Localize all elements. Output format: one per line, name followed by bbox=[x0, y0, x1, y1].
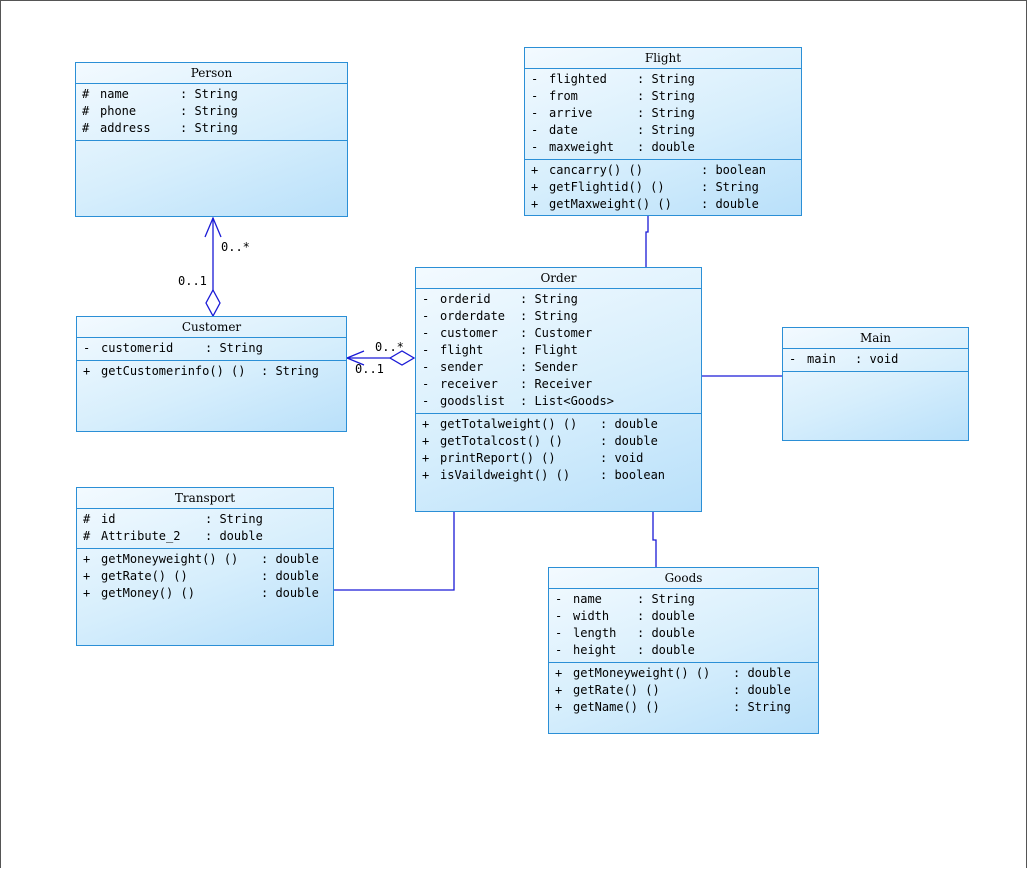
arrowhead-customer bbox=[345, 350, 365, 366]
class-goods[interactable]: Goods -name: String -width: double -leng… bbox=[548, 567, 819, 734]
attribute-row: -main: void bbox=[789, 352, 899, 366]
operation-row: +printReport() (): void bbox=[422, 451, 644, 465]
attribute-row: -sender: Sender bbox=[422, 360, 578, 374]
attribute-row: -arrive: String bbox=[531, 106, 695, 120]
class-transport[interactable]: Transport #id: String #Attribute_2: doub… bbox=[76, 487, 334, 646]
link-flight-order bbox=[645, 216, 649, 267]
operations-section: +getTotalweight() (): double +getTotalco… bbox=[416, 414, 701, 487]
class-name: Main bbox=[783, 328, 968, 349]
operations-section: +cancarry() (): boolean +getFlightid() (… bbox=[525, 160, 801, 216]
multiplicity-customer-side: 0..1 bbox=[355, 362, 384, 376]
operation-row: +isVaildweight() (): boolean bbox=[422, 468, 666, 482]
arrowhead-person bbox=[204, 216, 222, 238]
operation-row: +getCustomerinfo() (): String bbox=[83, 364, 319, 378]
attribute-row: #phone: String bbox=[82, 104, 238, 118]
attribute-row: -from: String bbox=[531, 89, 695, 103]
attribute-row: -receiver: Receiver bbox=[422, 377, 593, 391]
operation-row: +cancarry() (): boolean bbox=[531, 163, 767, 177]
multiplicity-order-end: 0..* bbox=[375, 340, 404, 354]
operation-row: +getTotalcost() (): double bbox=[422, 434, 658, 448]
attributes-section: #name: String #phone: String #address: S… bbox=[76, 84, 347, 141]
link-order-transport bbox=[334, 512, 455, 591]
attribute-row: -maxweight: double bbox=[531, 140, 695, 154]
attribute-row: -length: double bbox=[555, 626, 695, 640]
class-name: Customer bbox=[77, 317, 346, 338]
operations-section: +getCustomerinfo() (): String bbox=[77, 361, 346, 383]
operations-section: +getMoneyweight() (): double +getRate() … bbox=[549, 663, 818, 719]
attribute-row: -goodslist: List<Goods> bbox=[422, 394, 614, 408]
attribute-row: -customer: Customer bbox=[422, 326, 593, 340]
attribute-row: #id: String bbox=[83, 512, 263, 526]
attribute-row: -orderdate: String bbox=[422, 309, 578, 323]
attribute-row: -flight: Flight bbox=[422, 343, 578, 357]
attributes-section: -orderid: String -orderdate: String -cus… bbox=[416, 289, 701, 414]
operation-row: +getRate() (): double bbox=[83, 569, 319, 583]
attribute-row: -flighted: String bbox=[531, 72, 695, 86]
attribute-row: -customerid: String bbox=[83, 341, 263, 355]
operation-row: +getTotalweight() (): double bbox=[422, 417, 658, 431]
class-person[interactable]: Person #name: String #phone: String #add… bbox=[75, 62, 348, 217]
aggregation-diamond-order bbox=[388, 350, 416, 366]
attribute-row: #name: String bbox=[82, 87, 238, 101]
attributes-section: -main: void bbox=[783, 349, 968, 372]
attribute-row: -date: String bbox=[531, 123, 695, 137]
class-name: Order bbox=[416, 268, 701, 289]
class-flight[interactable]: Flight -flighted: String -from: String -… bbox=[524, 47, 802, 216]
attributes-section: -name: String -width: double -length: do… bbox=[549, 589, 818, 663]
operation-row: +getMoney() (): double bbox=[83, 586, 319, 600]
class-customer[interactable]: Customer -customerid: String +getCustome… bbox=[76, 316, 347, 432]
attributes-section: -customerid: String bbox=[77, 338, 346, 361]
class-order[interactable]: Order -orderid: String -orderdate: Strin… bbox=[415, 267, 702, 512]
multiplicity-customer-end: 0..1 bbox=[178, 274, 207, 288]
class-name: Person bbox=[76, 63, 347, 84]
class-name: Flight bbox=[525, 48, 801, 69]
operations-section: +getMoneyweight() (): double +getRate() … bbox=[77, 549, 333, 605]
class-name: Transport bbox=[77, 488, 333, 509]
multiplicity-person-end: 0..* bbox=[221, 240, 250, 254]
operation-row: +getMoneyweight() (): double bbox=[555, 666, 791, 680]
attribute-row: -name: String bbox=[555, 592, 695, 606]
class-main[interactable]: Main -main: void bbox=[782, 327, 969, 441]
operation-row: +getRate() (): double bbox=[555, 683, 791, 697]
attributes-section: -flighted: String -from: String -arrive:… bbox=[525, 69, 801, 160]
attribute-row: -height: double bbox=[555, 643, 695, 657]
operation-row: +getMaxweight() (): double bbox=[531, 197, 759, 211]
attribute-row: #address: String bbox=[82, 121, 238, 135]
aggregation-diamond-customer bbox=[205, 288, 221, 318]
operation-row: +getMoneyweight() (): double bbox=[83, 552, 319, 566]
attribute-row: -orderid: String bbox=[422, 292, 578, 306]
class-name: Goods bbox=[549, 568, 818, 589]
attribute-row: #Attribute_2: double bbox=[83, 529, 263, 543]
operation-row: +getFlightid() (): String bbox=[531, 180, 759, 194]
attribute-row: -width: double bbox=[555, 609, 695, 623]
attributes-section: #id: String #Attribute_2: double bbox=[77, 509, 333, 549]
operation-row: +getName() (): String bbox=[555, 700, 791, 714]
link-order-goods bbox=[652, 512, 657, 567]
